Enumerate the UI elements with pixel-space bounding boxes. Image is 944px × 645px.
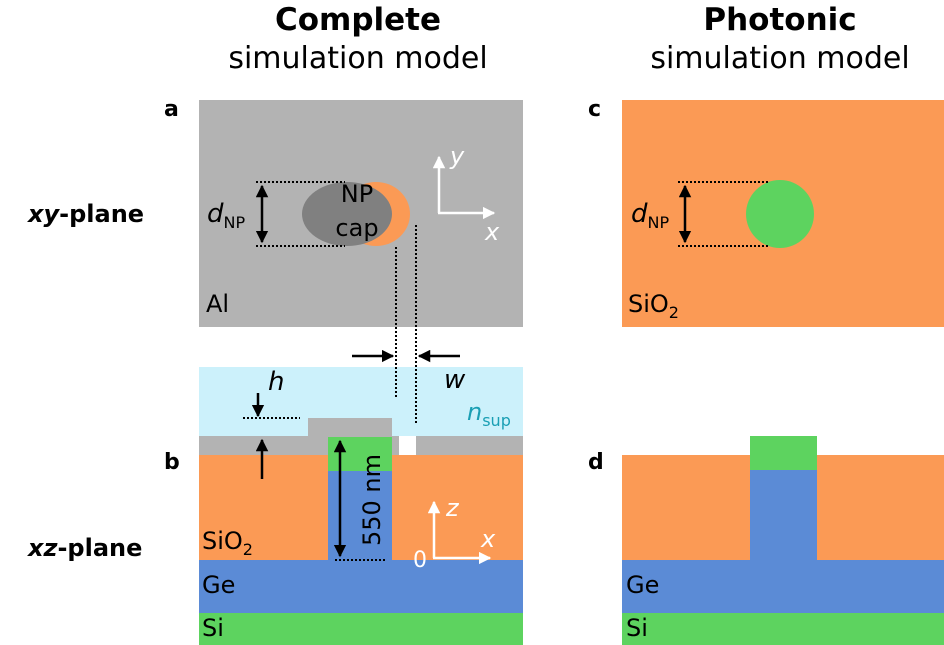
panel-d: Ge Si	[622, 436, 944, 645]
panel-a: NP cap dNP y x Al	[199, 100, 523, 327]
ge-label-d: Ge	[626, 571, 659, 599]
x-axis-label: x	[484, 218, 500, 246]
origin-label: 0	[413, 548, 427, 573]
x-axis-label-b: x	[480, 525, 496, 553]
aluminum-film-right	[416, 436, 523, 455]
silicon-substrate-d	[622, 613, 944, 645]
panel-label-a: a	[164, 97, 179, 122]
row-label-xz: xz-plane	[27, 534, 142, 562]
si-nanopillar-tip-d	[750, 436, 817, 470]
header-complete-sub: simulation model	[228, 41, 487, 76]
z-axis-label: z	[445, 494, 460, 522]
panel-label-c: c	[588, 97, 601, 122]
panel-c: dNP SiO2	[622, 100, 944, 327]
np-label: NP	[341, 180, 373, 208]
np-cap	[302, 182, 392, 246]
row-label-xy: xy-plane	[27, 200, 144, 228]
panel-b: w h nsup 550 nm z x 0 SiO2 Ge Si	[199, 225, 523, 645]
ge-nanopillar-d	[750, 470, 817, 560]
w-label: w	[444, 365, 466, 395]
germanium-layer	[199, 560, 523, 613]
germanium-layer-d	[622, 560, 944, 613]
np-cap-cross-section	[308, 418, 392, 437]
n-sup-label: nsup	[467, 398, 511, 430]
sio2-label-c: SiO2	[628, 290, 679, 322]
header-photonic: Photonic	[703, 2, 856, 38]
ge-label-b: Ge	[202, 571, 235, 599]
aluminum-label: Al	[206, 290, 229, 318]
header-complete: Complete	[275, 2, 441, 38]
panel-label-b: b	[164, 450, 180, 475]
nanopillar-disc	[746, 180, 814, 248]
diameter-label-c: dNP	[631, 199, 669, 232]
h-label: h	[268, 367, 284, 397]
header-photonic-sub: simulation model	[650, 41, 909, 76]
silicon-substrate	[199, 613, 523, 645]
height-label: 550 nm	[358, 454, 386, 546]
panel-label-d: d	[588, 450, 604, 475]
cap-label-text: cap	[335, 214, 378, 242]
si-label-b: Si	[202, 614, 224, 642]
sio2-label-b: SiO2	[202, 527, 253, 559]
y-axis-label: y	[449, 142, 465, 170]
si-label-d: Si	[626, 614, 648, 642]
diameter-label: dNP	[207, 199, 245, 232]
